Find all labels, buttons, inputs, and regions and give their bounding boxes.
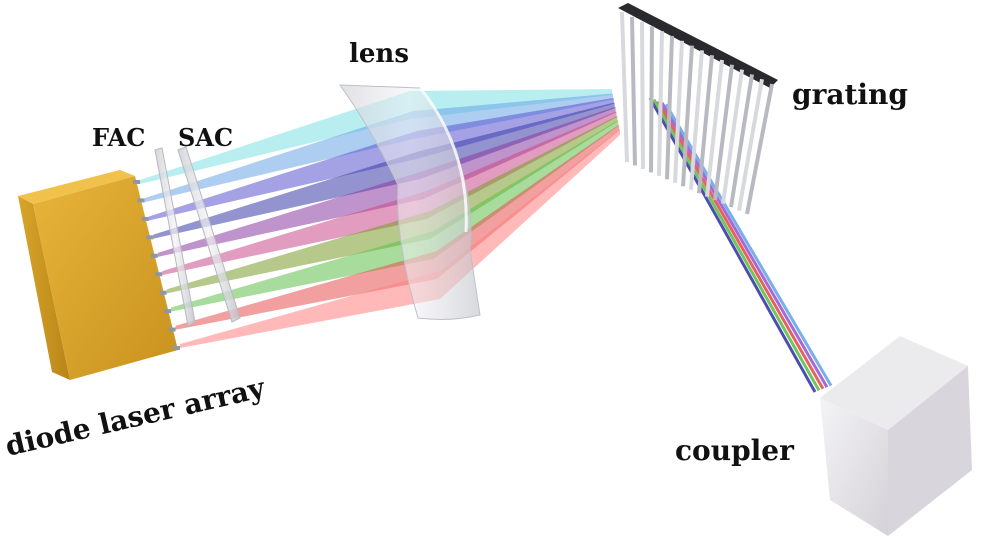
grating-bar bbox=[737, 78, 764, 211]
grating-bar bbox=[729, 74, 754, 208]
emitter bbox=[146, 235, 154, 240]
label-lens: lens bbox=[349, 39, 409, 69]
emitter bbox=[164, 309, 172, 314]
label-grating: grating bbox=[792, 78, 908, 111]
grating-bar bbox=[665, 35, 674, 180]
input-beam-bundle bbox=[140, 89, 620, 348]
output-beam bbox=[652, 98, 821, 392]
grating-bar bbox=[705, 59, 724, 197]
grating-bar bbox=[713, 64, 734, 201]
diode-front-face bbox=[18, 196, 70, 380]
emitter bbox=[173, 346, 180, 350]
label-fac: FAC bbox=[92, 123, 145, 152]
laser-beam bbox=[148, 97, 614, 221]
label-diode-laser-array: diode laser array bbox=[2, 371, 268, 463]
diode-laser-array bbox=[18, 170, 180, 380]
sac-plate bbox=[177, 146, 241, 323]
fac-plate bbox=[154, 147, 196, 327]
grating-bar bbox=[721, 69, 744, 204]
emitter bbox=[168, 327, 176, 332]
emitter bbox=[155, 272, 163, 277]
diode-main-face bbox=[33, 176, 178, 380]
grating bbox=[618, 3, 778, 215]
label-sac: SAC bbox=[178, 123, 233, 152]
coupler-front-face bbox=[820, 398, 888, 536]
laser-beam bbox=[153, 102, 615, 239]
grating-bar bbox=[673, 40, 684, 183]
lens bbox=[339, 84, 481, 320]
grating-bar bbox=[745, 83, 774, 215]
emitter bbox=[141, 216, 149, 221]
laser-beam bbox=[180, 129, 620, 348]
coupler-side-face bbox=[888, 366, 972, 536]
laser-beam bbox=[162, 111, 617, 276]
grating-bar bbox=[681, 45, 694, 187]
coupler-top-face bbox=[820, 336, 968, 430]
emitter bbox=[150, 253, 158, 258]
emitter bbox=[133, 180, 140, 184]
output-beam bbox=[660, 102, 829, 388]
grating-bar bbox=[657, 31, 664, 176]
grating-bar bbox=[640, 21, 645, 169]
lens-curve bbox=[418, 87, 468, 233]
grating-bars bbox=[620, 11, 774, 215]
label-coupler: coupler bbox=[675, 434, 795, 467]
grating-bar bbox=[620, 11, 629, 163]
grating-bar bbox=[649, 26, 654, 173]
grating-bar bbox=[697, 55, 714, 194]
grating-top-rail bbox=[618, 3, 778, 88]
coupler bbox=[820, 336, 972, 536]
grating-bar bbox=[630, 16, 637, 166]
grating-bar bbox=[689, 50, 704, 190]
laser-beam bbox=[157, 106, 616, 257]
diode-top-face bbox=[18, 170, 135, 204]
emitter-stack bbox=[133, 180, 180, 350]
emitter bbox=[159, 290, 167, 295]
emitter bbox=[137, 198, 145, 203]
